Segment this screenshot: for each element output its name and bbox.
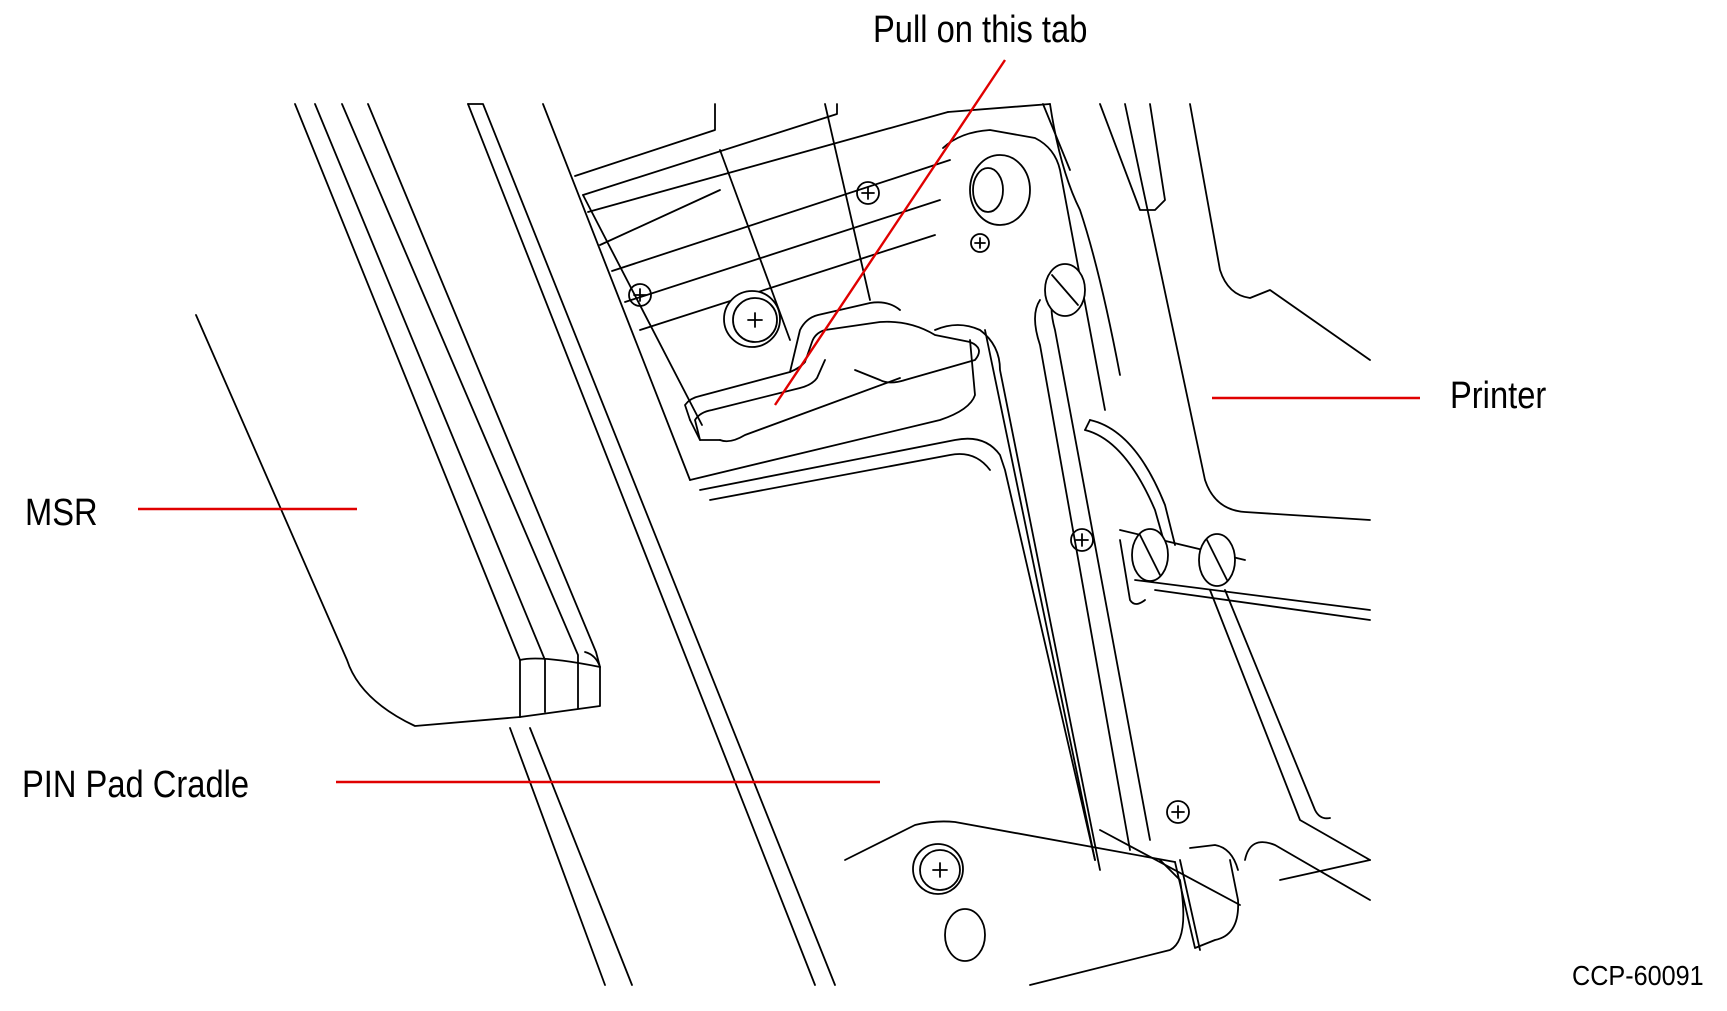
pinpad-cradle-rails xyxy=(467,103,836,986)
tab-leader xyxy=(774,59,1006,406)
slotted-screw-icon xyxy=(1198,533,1236,587)
tab-callout-label: Pull on this tab xyxy=(873,9,1088,51)
small-screw-icon xyxy=(856,181,880,205)
small-screw-icon xyxy=(1166,800,1190,824)
phillips-screw-icon xyxy=(912,843,964,895)
standoff-icon xyxy=(969,154,1031,226)
slotted-screw-icon xyxy=(1044,263,1086,317)
small-screw-icon xyxy=(970,233,990,253)
reference-code: CCP-60091 xyxy=(1572,960,1704,991)
hole-icon xyxy=(944,908,986,962)
slotted-screw-icon xyxy=(1131,528,1169,582)
small-screw-icon xyxy=(1070,528,1094,552)
msr-unit xyxy=(195,103,601,727)
cradle-plate xyxy=(699,324,1101,871)
pinpad-callout-label: PIN Pad Cradle xyxy=(22,764,250,806)
small-screw-icon xyxy=(628,283,652,307)
phillips-screw-icon xyxy=(723,290,781,348)
leader-lines xyxy=(138,59,1420,784)
upper-bracket xyxy=(542,103,1051,481)
pull-tab xyxy=(684,301,980,481)
printer-callout-label: Printer xyxy=(1450,375,1547,417)
bottom-bracket xyxy=(844,820,1239,986)
screw-icons xyxy=(628,154,1236,962)
msr-callout-label: MSR xyxy=(25,492,98,534)
